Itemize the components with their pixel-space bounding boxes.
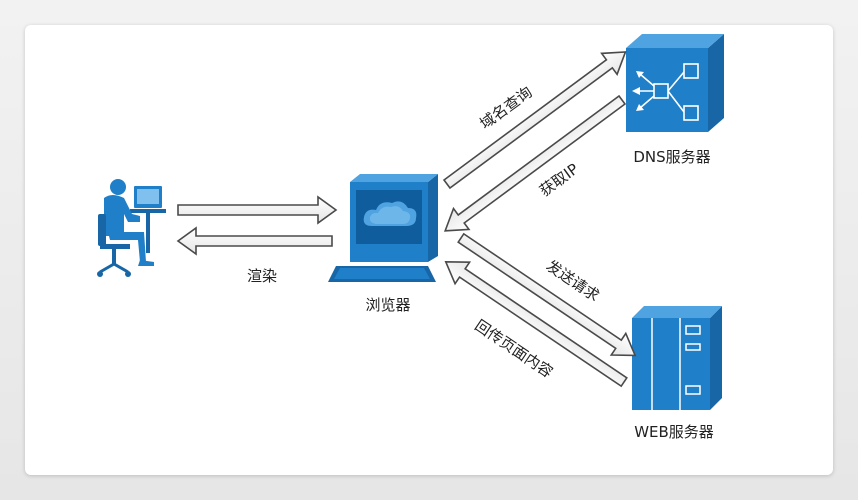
request-arrow-to-browser	[177, 195, 338, 225]
get-ip-arrow	[443, 94, 627, 232]
return-content-arrow	[444, 260, 628, 388]
user-at-computer-icon	[97, 179, 166, 277]
render-arrow-to-user	[176, 226, 333, 256]
web-server-label: WEB服务器	[634, 423, 714, 441]
domain-query-arrow	[442, 51, 627, 190]
browser-monitor-icon	[328, 174, 438, 282]
web-server-icon	[632, 306, 722, 410]
render-label: 渲染	[247, 267, 277, 285]
dns-server-icon	[626, 34, 724, 132]
send-request-arrow	[457, 232, 637, 357]
get-ip-label: 获取IP	[536, 160, 582, 200]
dns-server-label: DNS服务器	[633, 148, 710, 166]
browser-label: 浏览器	[365, 296, 410, 314]
